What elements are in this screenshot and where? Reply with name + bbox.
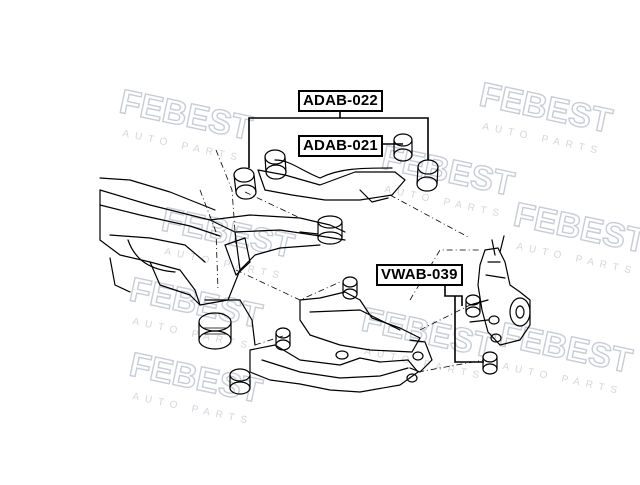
- bushing-vwab039-upper: [465, 294, 481, 318]
- watermark-layer: FEBEST AUTO PARTS FEBEST AUTO PARTS FEBE…: [116, 75, 640, 428]
- bushing-adab022-mid: [264, 149, 287, 180]
- bushing-vwab039-lower: [482, 351, 498, 375]
- bushing-knuckle-small: [488, 315, 502, 343]
- lower-control-arm: [299, 276, 421, 353]
- wheel-knuckle: [469, 235, 531, 346]
- label-vwab-039[interactable]: VWAB-039: [376, 264, 463, 286]
- bushing-adab021: [393, 133, 413, 162]
- upper-control-arm: [257, 159, 406, 203]
- label-adab-021[interactable]: ADAB-021: [298, 135, 383, 157]
- lower-left-bushing: [229, 368, 251, 395]
- toe-link: [406, 339, 433, 383]
- leader-lines: [248, 107, 484, 363]
- label-adab-022[interactable]: ADAB-022: [298, 90, 383, 112]
- top-mount: [299, 215, 343, 245]
- bushing-adab022-left: [233, 167, 257, 200]
- subframe-bushing: [198, 312, 232, 350]
